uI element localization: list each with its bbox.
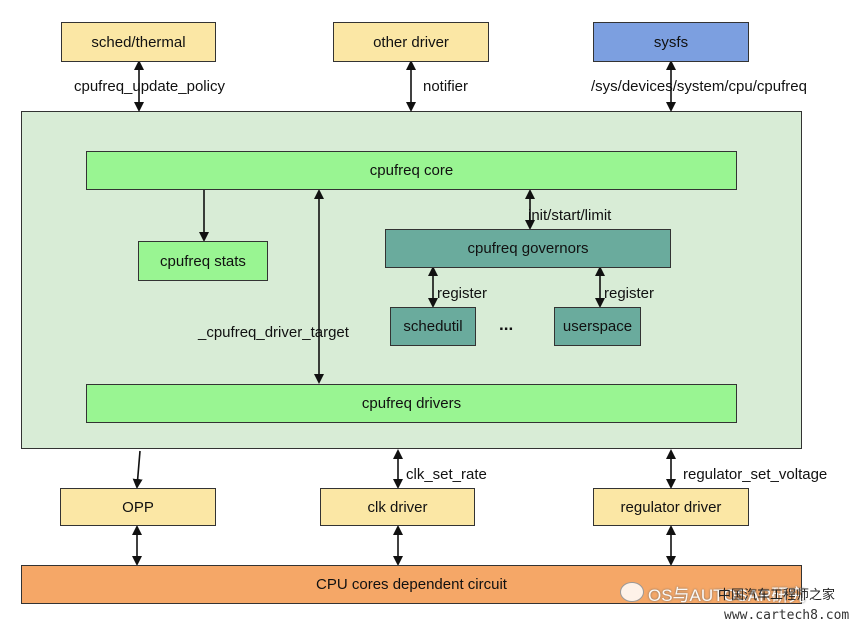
cpu-circuit-box: CPU cores dependent circuit [21,565,802,604]
schedutil-box: schedutil [390,307,476,346]
watermark: OS与AUTOSAR研究 中国汽车工程师之家 www.cartech8.com [620,578,860,628]
sysfs-path-label: /sys/devices/system/cpu/cpufreq [591,78,807,95]
register-label-left: register [437,285,488,302]
clk-set-rate-label: clk_set_rate [406,466,487,483]
init-start-limit-label: init/start/limit [528,207,612,224]
driver-target-label: _cpufreq_driver_target [198,324,349,341]
clk-driver-box: clk driver [320,488,475,526]
cpufreq-drivers-box: cpufreq drivers [86,384,737,423]
sysfs-box: sysfs [593,22,749,62]
cpufreq-stats-box: cpufreq stats [138,241,268,281]
cpufreq-governors-box: cpufreq governors [385,229,671,268]
cpufreq-core-box: cpufreq core [86,151,737,190]
wechat-icon [620,582,644,602]
arrow-container-opp [132,450,143,489]
sched-thermal-box: sched/thermal [61,22,216,62]
update-policy-label: cpufreq_update_policy [74,78,225,95]
regulator-driver-box: regulator driver [593,488,749,526]
regulator-set-voltage-label: regulator_set_voltage [683,466,828,483]
other-driver-box: other driver [333,22,489,62]
notifier-label: notifier [423,78,469,95]
userspace-box: userspace [554,307,641,346]
watermark-site-name: 中国汽车工程师之家 [718,587,836,602]
watermark-account: OS与AUTOSAR研究 [648,586,806,605]
watermark-url: www.cartech8.com [724,608,850,623]
opp-box: OPP [60,488,216,526]
register-label-right: register [604,285,655,302]
more-governors-ellipsis: ... [499,315,514,334]
